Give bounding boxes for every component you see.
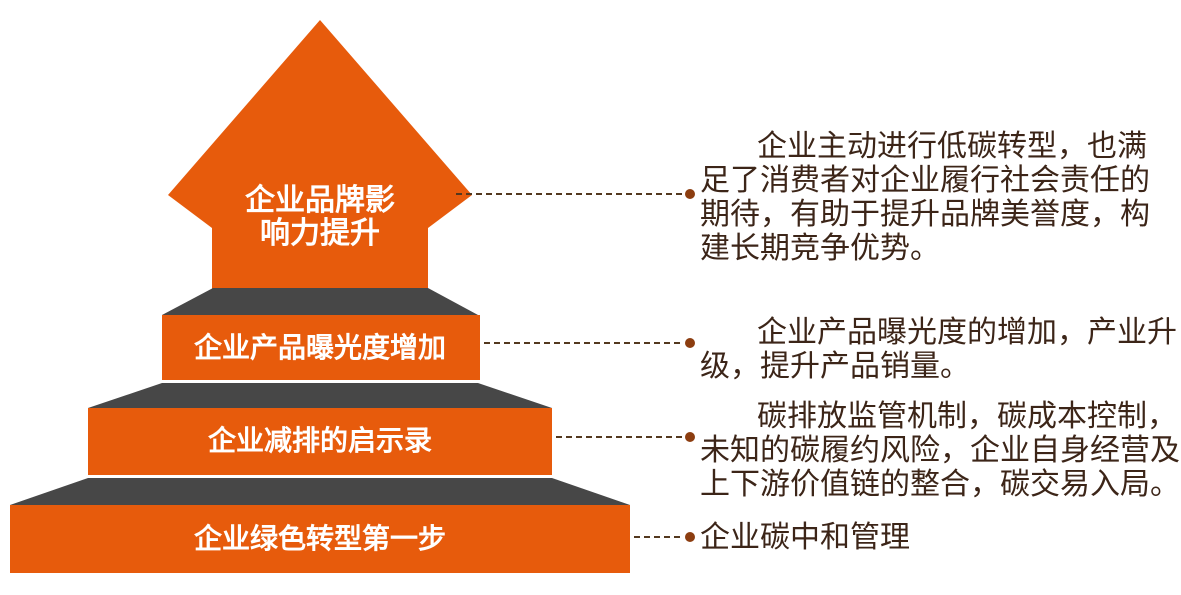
annotation-brand-influence: 企业主动进行低碳转型，也满 足了消费者对企业履行社会责任的 期待，有助于提升品牌… [700,130,1181,266]
annotation-text-line: 企业产品曝光度的增加，产业升 [757,316,1177,349]
annotation-text-line: 企业主动进行低碳转型，也满 [757,130,1147,163]
bullet-dot-4 [685,532,695,542]
tier3-bar [88,408,552,475]
annotation-emission-reduction: 碳排放监管机制，碳成本控制， 未知的碳履约风险，企业自身经营及 上下游价值链的整… [700,400,1181,502]
arrow-label-line1: 企业品牌影 [245,184,395,217]
annotation-text-line: 级，提升产品销量。 [700,350,970,383]
annotation-text-line: 期待，有助于提升品牌美誉度，构 [700,198,1150,231]
annotation-text-line: 足了消费者对企业履行社会责任的 [700,164,1150,197]
tier4-top-face [10,478,630,505]
annotation-text-line: 上下游价值链的整合，碳交易入局。 [700,468,1180,501]
arrow-up-shape [168,20,472,290]
tier3-label: 企业减排的启示录 [207,425,432,456]
tier4-bar [10,505,630,573]
arrow-level-label: 企业品牌影 响力提升 [170,184,470,250]
annotation-text-line: 未知的碳履约风险，企业自身经营及 [700,434,1180,467]
arrow-label-line2: 响力提升 [260,217,380,250]
annotation-text-line: 碳排放监管机制，碳成本控制， [757,400,1177,433]
annotation-carbon-neutral-management: 企业碳中和管理 [700,521,1181,555]
bullet-dot-2 [685,338,695,348]
annotation-product-exposure: 企业产品曝光度的增加，产业升 级，提升产品销量。 [700,316,1181,384]
bullet-dot-3 [685,432,695,442]
annotation-text-line: 企业碳中和管理 [700,521,910,554]
tier2-bar [162,315,480,380]
tier4-label: 企业绿色转型第一步 [193,523,446,554]
tier2-label: 企业产品曝光度增加 [193,332,446,363]
annotation-text-line: 建长期竞争优势。 [700,232,940,265]
tier2-top-face [162,288,478,315]
tier3-top-face [88,383,552,408]
bullet-dot-1 [685,189,695,199]
